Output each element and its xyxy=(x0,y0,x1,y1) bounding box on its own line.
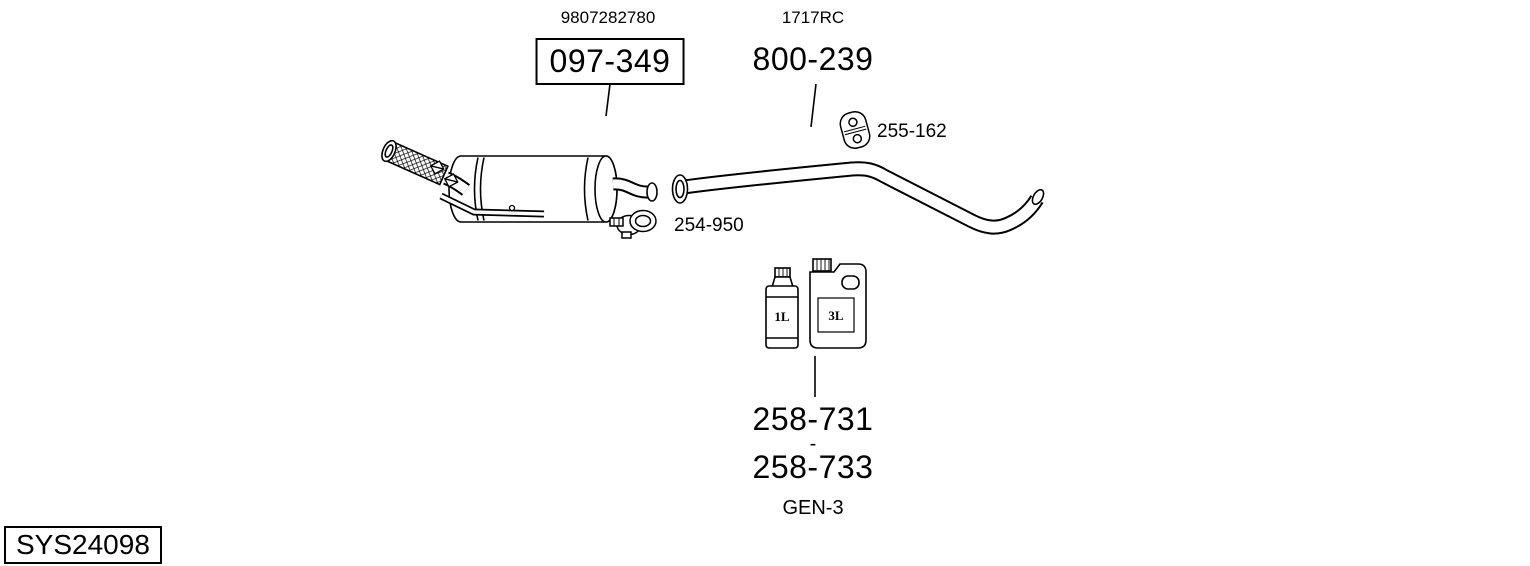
flex-pipe-icon xyxy=(381,139,449,186)
clamp-part-number: 254-950 xyxy=(674,215,744,236)
sensor-stub-icons xyxy=(429,160,459,188)
bottle-1l-icon: 1L xyxy=(765,267,799,349)
additive-separator: - xyxy=(809,433,817,455)
leader-rear-part xyxy=(810,83,817,128)
bottle-1l-label: 1L xyxy=(774,309,790,324)
rear-part-number: 800-239 xyxy=(752,41,874,77)
rear-pipe-drawing xyxy=(671,161,1045,235)
muffler-drawing xyxy=(381,139,658,223)
clamp-icon xyxy=(609,209,657,239)
additive-part-number-2: 258-733 xyxy=(752,449,874,485)
rear-oem-ref: 1717RC xyxy=(781,8,845,27)
front-oem-ref: 9807282780 xyxy=(560,8,656,27)
additive-part-number-1: 258-731 xyxy=(752,401,874,437)
front-part-number: 097-349 xyxy=(535,38,685,85)
system-code: SYS24098 xyxy=(4,526,162,564)
bottle-3l-label: 3L xyxy=(828,308,844,323)
hanger-part-number: 255-162 xyxy=(877,121,947,142)
additive-spec: GEN-3 xyxy=(782,497,844,519)
leader-front-part xyxy=(605,83,611,117)
leader-lines xyxy=(605,83,817,397)
hanger-icon xyxy=(839,110,871,150)
bottle-3l-icon: 3L xyxy=(809,258,867,349)
